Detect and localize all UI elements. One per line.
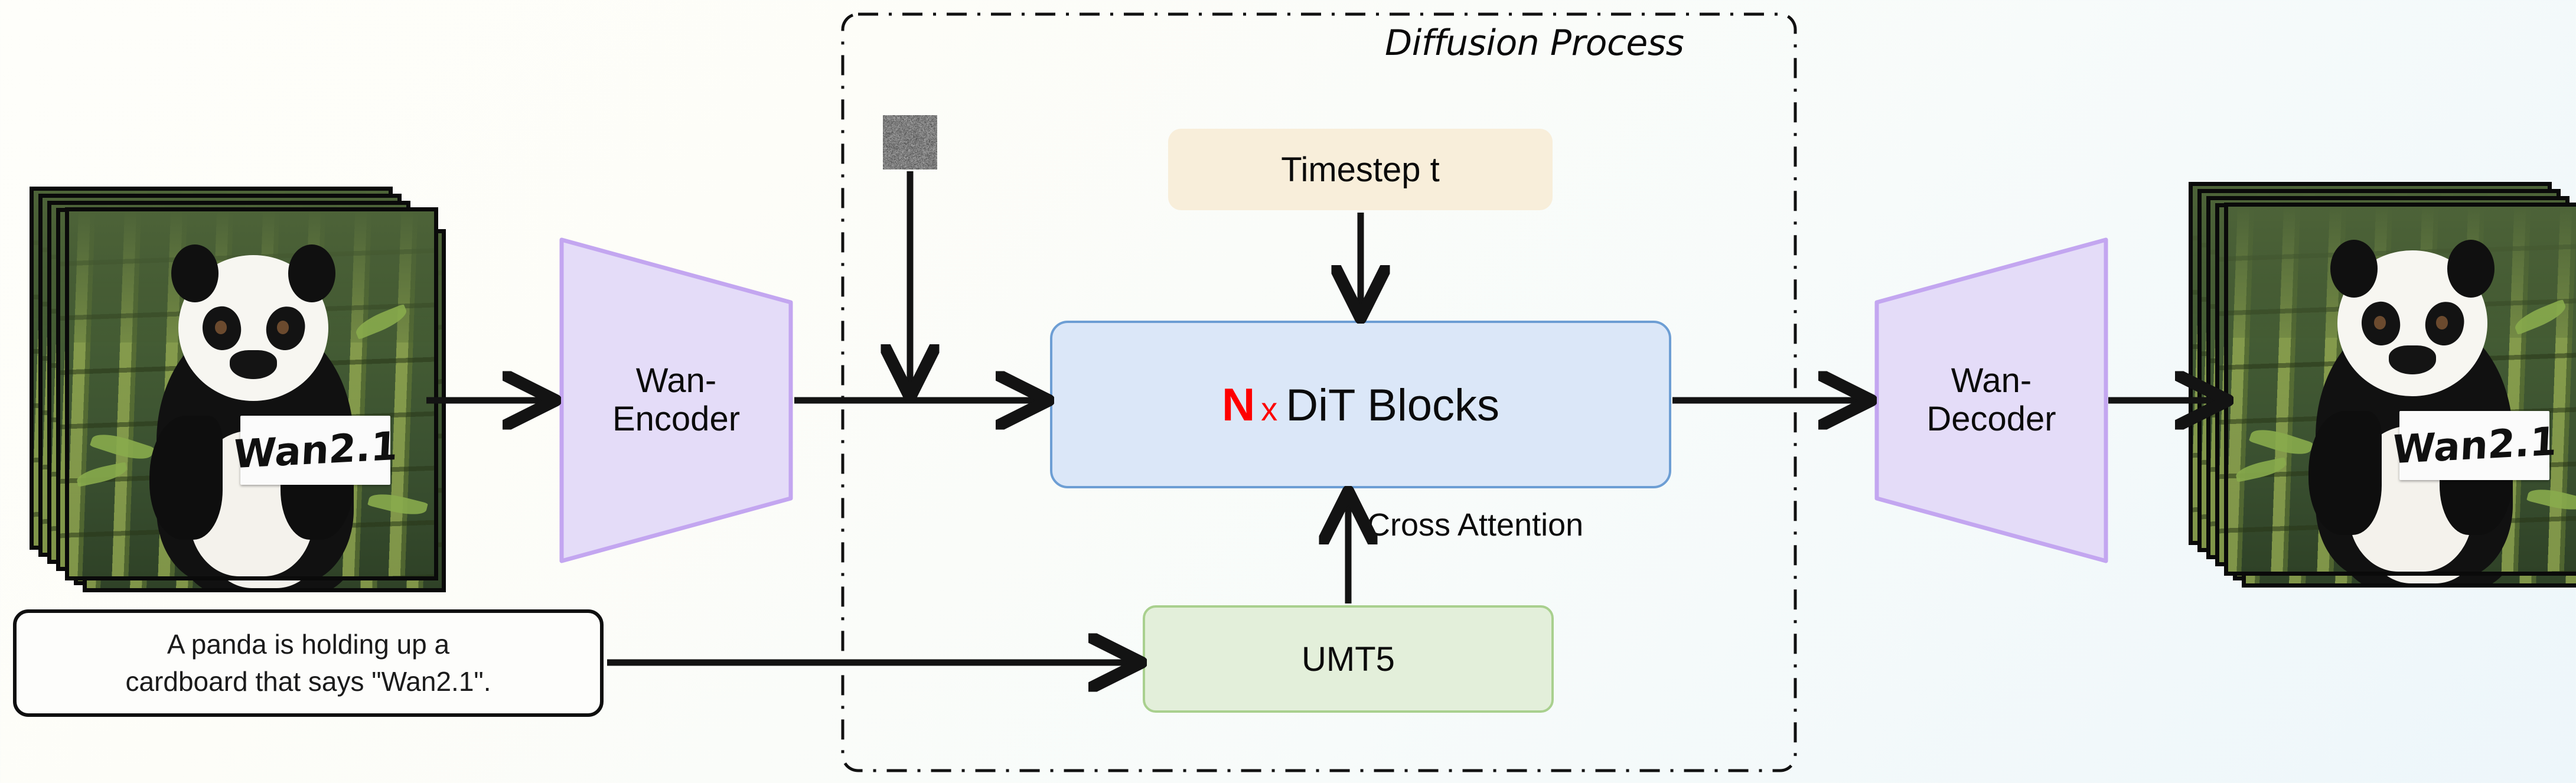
- diffusion-process-label: Diffusion Process: [1385, 22, 1684, 64]
- prompt-line-2: cardboard that says "Wan2.1".: [125, 663, 491, 700]
- panda-sign: Wan2.1: [240, 416, 390, 485]
- input-frame-stack: Wan2.1 Wan2.1 Wan2.1 Wan2.1 Wan2.1 Wan2.…: [19, 187, 468, 600]
- dit-times-symbol: x: [1261, 390, 1277, 428]
- wan-encoder-block[interactable]: Wan- Encoder: [558, 236, 794, 565]
- dit-blocks-label: N x DiT Blocks: [1222, 378, 1499, 432]
- panda-sign: Wan2.1: [2399, 411, 2549, 480]
- text-prompt-box[interactable]: A panda is holding up a cardboard that s…: [13, 609, 604, 717]
- encoder-label-line2: Encoder: [612, 400, 740, 439]
- prompt-line-1: A panda is holding up a: [167, 626, 449, 663]
- wan-decoder-label: Wan- Decoder: [1873, 236, 2109, 565]
- umt5-text-encoder-block[interactable]: UMT5: [1143, 605, 1554, 713]
- dit-n-multiplier: N: [1222, 378, 1255, 432]
- panda-sign-text: Wan2.1: [2391, 419, 2558, 473]
- dit-blocks-text: DiT Blocks: [1286, 380, 1499, 431]
- cross-attention-label: Cross Attention: [1367, 507, 1583, 543]
- panda-sign-text: Wan2.1: [232, 423, 399, 478]
- wan-encoder-label: Wan- Encoder: [558, 236, 794, 565]
- timestep-block[interactable]: Timestep t: [1168, 129, 1553, 210]
- decoder-label-line1: Wan-: [1951, 362, 2032, 400]
- video-frame-front: Wan2.1: [2224, 203, 2576, 576]
- encoder-label-line1: Wan-: [636, 362, 716, 400]
- decoder-label-line2: Decoder: [1926, 400, 2056, 439]
- panda-bamboo-image: Wan2.1: [69, 211, 434, 576]
- output-frame-stack: Wan2.1 Wan2.1 Wan2.1 Wan2.1 Wan2.1 Wan2.…: [2178, 182, 2576, 595]
- video-frame-front: Wan2.1: [65, 207, 438, 580]
- panda-bamboo-image: Wan2.1: [2228, 207, 2576, 572]
- wan-decoder-block[interactable]: Wan- Decoder: [1873, 236, 2109, 565]
- dit-blocks-block[interactable]: N x DiT Blocks: [1050, 321, 1671, 488]
- timestep-label: Timestep t: [1281, 150, 1440, 190]
- gaussian-noise-patch: [883, 115, 937, 169]
- umt5-label: UMT5: [1302, 640, 1395, 679]
